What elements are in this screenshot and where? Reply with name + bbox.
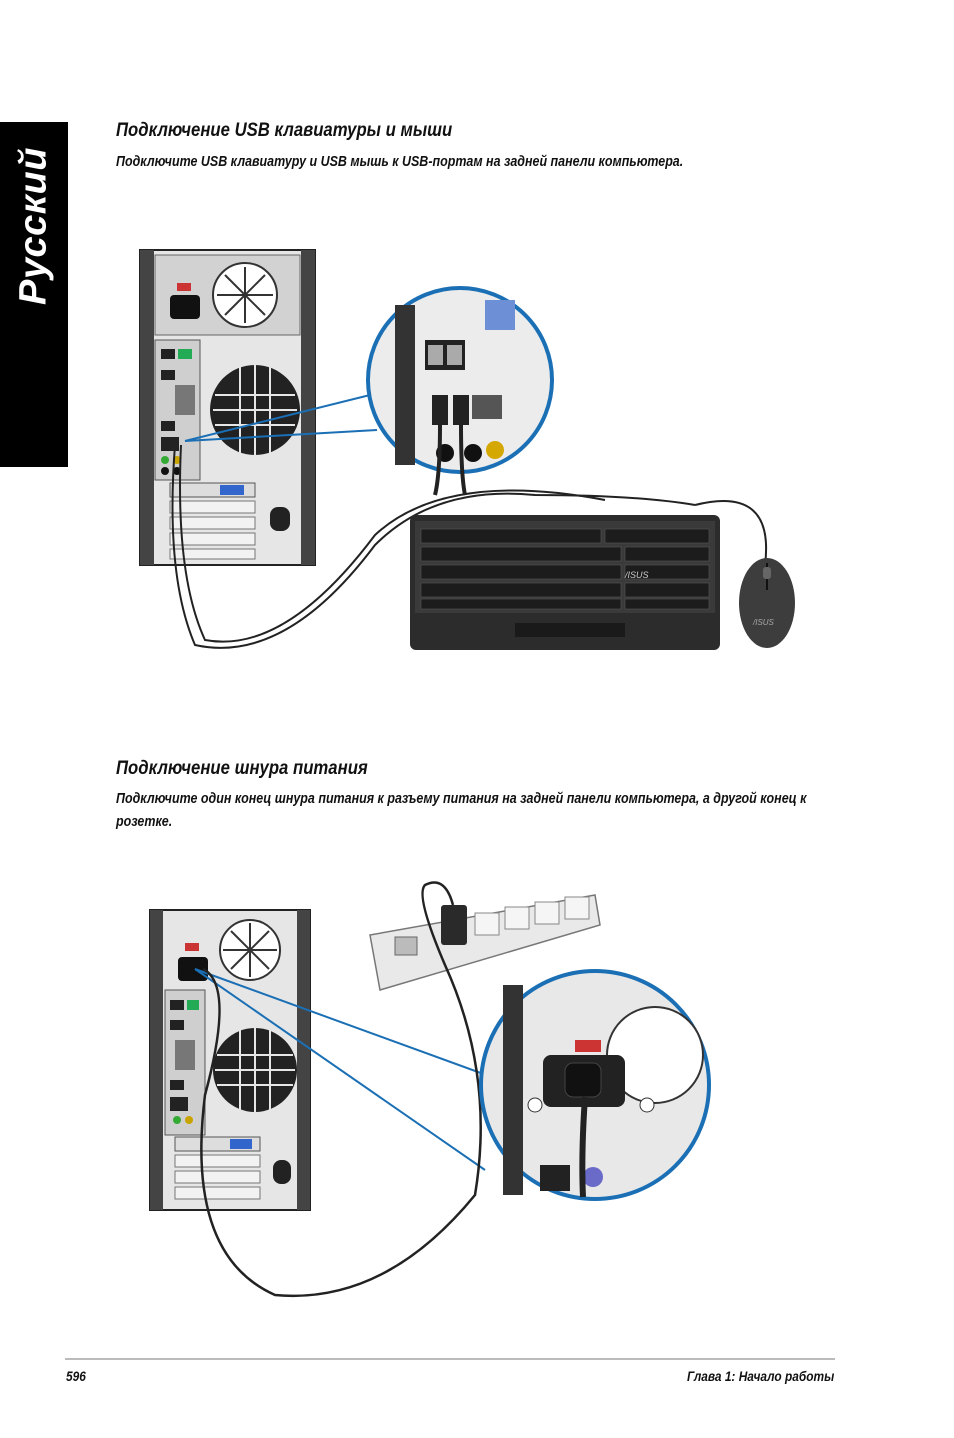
section-text-usb: Подключите USB клавиатуру и USB мышь к U…	[116, 154, 684, 170]
section-heading-power: Подключение шнура питания	[116, 758, 368, 779]
language-tab	[0, 122, 68, 467]
keyboard: /ISUS	[410, 515, 720, 650]
mouse: /ISUS	[739, 558, 795, 648]
footer-divider	[65, 1358, 835, 1360]
language-tab-label: Русский	[12, 147, 55, 305]
page-number: 596	[66, 1368, 86, 1384]
section-heading-usb: Подключение USB клавиатуры и мыши	[116, 120, 453, 141]
keyboard-logo: /ISUS	[624, 570, 649, 580]
power-socket-zoom	[479, 969, 711, 1201]
usb-ports-zoom	[366, 286, 554, 496]
mouse-logo: /ISUS	[752, 618, 775, 627]
power-connection-figure	[149, 881, 711, 1298]
pc-tower-rear-power	[149, 909, 311, 1211]
power-strip	[369, 894, 601, 991]
section-text-power: Подключите один конец шнура питания к ра…	[116, 791, 807, 830]
pc-tower-rear	[139, 249, 316, 566]
chapter-title: Глава 1: Начало работы	[686, 1368, 834, 1384]
usb-connection-figure: /ISUS /ISUS	[139, 249, 795, 650]
